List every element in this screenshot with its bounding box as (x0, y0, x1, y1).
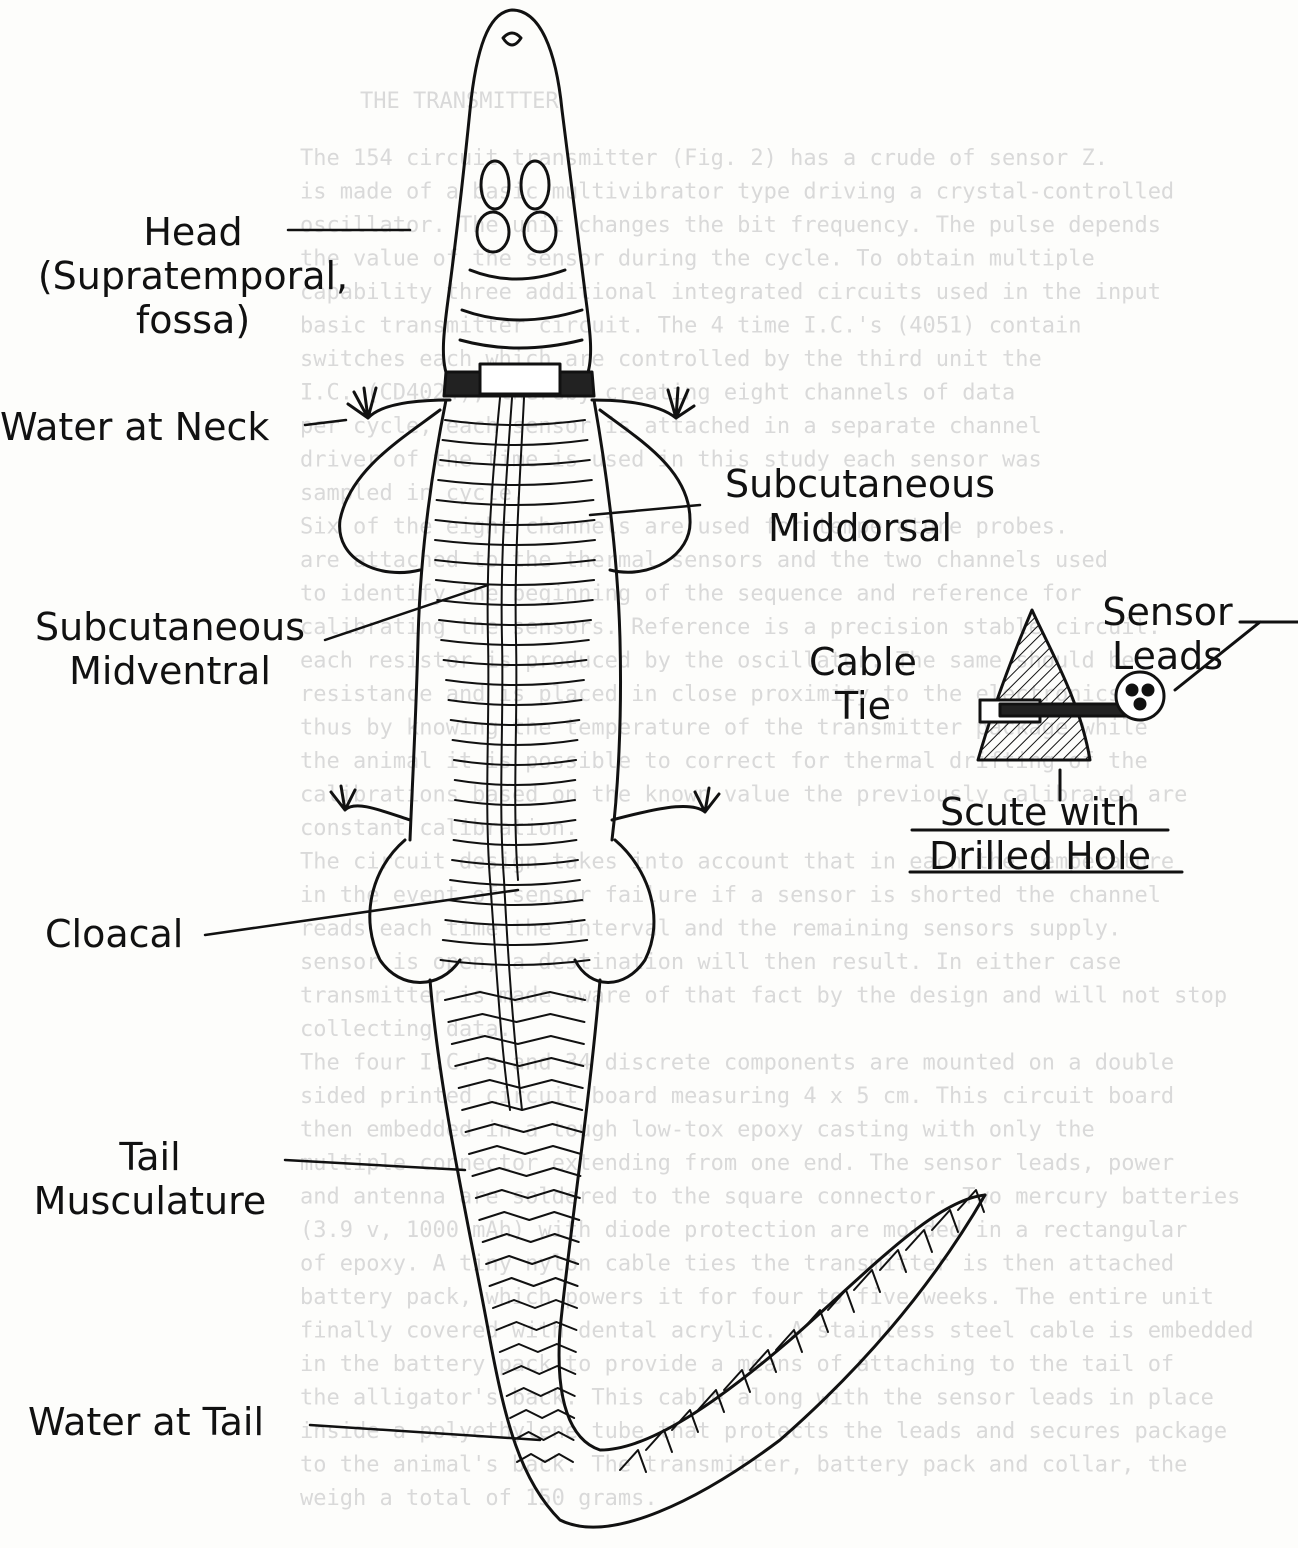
label-head: Head (Supratemporal, fossa) (28, 210, 358, 342)
label-water-at-tail: Water at Tail (28, 1400, 264, 1444)
label-tail-musculature: Tail Musculature (20, 1135, 280, 1223)
label-sensor-leads: Sensor Leads (1085, 590, 1250, 678)
label-cloacal: Cloacal (45, 912, 183, 956)
label-subcutaneous-midventral: Subcutaneous Midventral (20, 605, 320, 693)
label-cable-tie: Cable Tie (808, 640, 918, 728)
label-water-at-neck: Water at Neck (0, 405, 269, 449)
label-subcutaneous-middorsal: Subcutaneous Middorsal (715, 462, 1005, 550)
label-scute-with-drilled-hole: Scute with Drilled Hole (905, 790, 1175, 878)
